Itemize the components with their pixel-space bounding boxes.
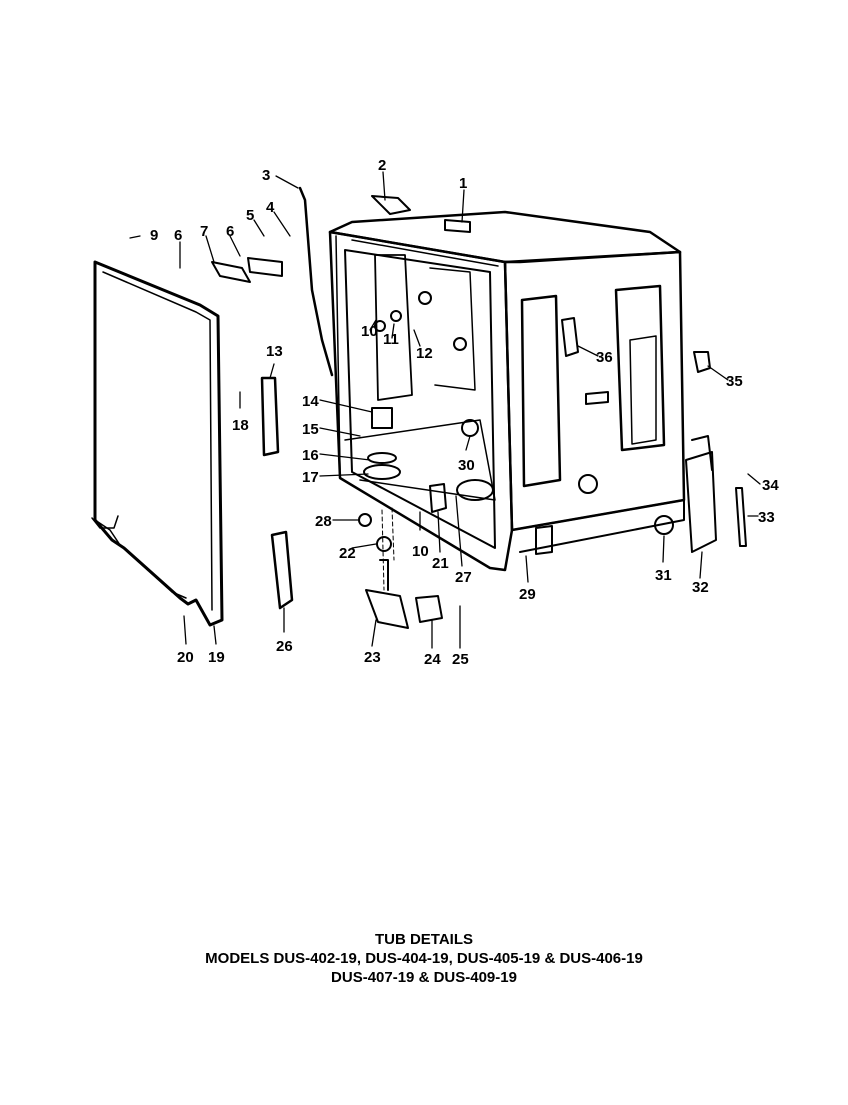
callout-30: 30 [458,457,475,474]
callout-33: 33 [758,509,775,526]
tub-body [328,210,686,572]
callout-15: 15 [302,421,319,438]
callout-34: 34 [762,477,779,494]
callout-35: 35 [726,373,743,390]
callout-19: 19 [208,649,225,666]
callout-36: 36 [596,349,613,366]
callout-23: 23 [364,649,381,666]
door-gasket [91,260,224,627]
svg-text:9: 9 [150,227,158,244]
callout-22: 22 [339,545,356,562]
callout-6a: 6 [226,223,234,240]
callout-10a: 10 [361,323,378,340]
callout-17: 17 [302,469,319,486]
callout-14: 14 [302,393,319,410]
callout-6b: 6 [174,227,182,244]
callout-25: 25 [452,651,469,668]
callout-27: 27 [455,569,472,586]
callout-13: 13 [266,343,283,360]
callout-7: 7 [200,223,208,240]
models-line-1: MODELS DUS-402-19, DUS-404-19, DUS-405-1… [205,950,643,967]
callout-26: 26 [276,638,293,655]
diagram-title: TUB DETAILS [374,931,474,948]
callout-24: 24 [424,651,441,668]
callout-31: 31 [655,567,672,584]
callout-11: 11 [383,331,399,348]
diagram-caption: TUB DETAILS MODELS DUS-402-19, DUS-404-1… [0,930,848,987]
callout-12: 12 [416,345,433,362]
small-parts [211,186,747,629]
models-line-2: DUS-407-19 & DUS-409-19 [331,969,517,986]
callout-28: 28 [315,513,332,530]
callout-21: 21 [432,555,449,572]
callout-32: 32 [692,579,709,596]
callout-5: 5 [246,207,254,224]
callout-labels: 1 2 3 19 4 5 6 6 7 9 9 10 10 11 12 13 14… [150,157,779,668]
callout-20: 20 [177,649,194,666]
leader-lines [129,171,761,649]
callout-2: 2 [378,157,386,174]
callout-10b: 10 [412,543,429,560]
callout-3: 3 [262,167,270,184]
callout-18: 18 [232,417,249,434]
callout-1: 1 [459,175,467,192]
svg-text:4: 4 [266,199,275,216]
callout-16: 16 [302,447,319,464]
callout-29: 29 [519,586,536,603]
